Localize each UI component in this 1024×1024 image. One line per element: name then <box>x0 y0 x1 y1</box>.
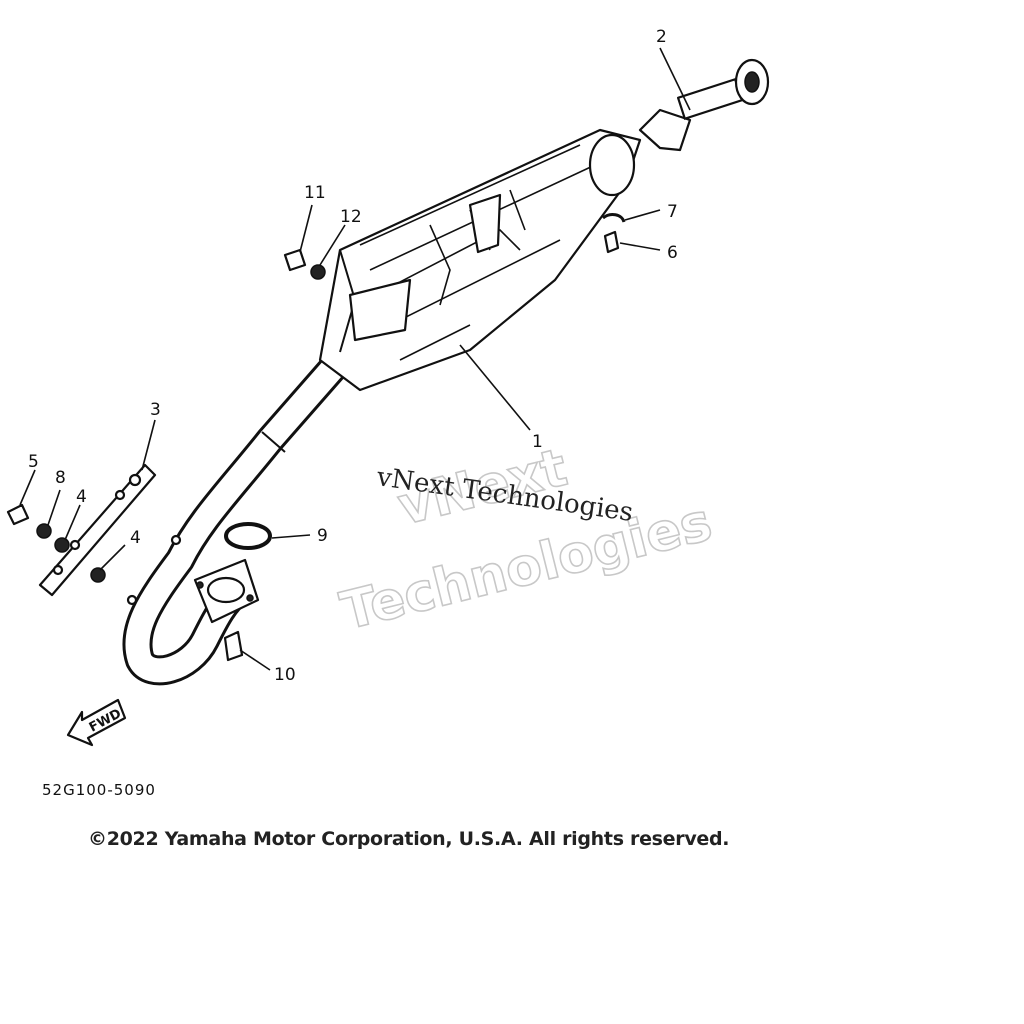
callout-3: 3 <box>150 400 161 420</box>
muffler-body <box>318 128 642 392</box>
leader-lines <box>19 47 691 671</box>
bracket <box>38 463 157 597</box>
callout-12: 12 <box>340 207 362 227</box>
callout-4b: 4 <box>130 528 141 548</box>
callout-6: 6 <box>667 243 678 263</box>
watermark-outline-bottom: Technologies <box>335 492 717 642</box>
callout-8: 8 <box>55 468 66 488</box>
fwd-arrow-icon: FWD <box>66 698 127 747</box>
callout-9: 9 <box>317 526 328 546</box>
exhaust-head-pipe <box>122 345 355 686</box>
callout-1: 1 <box>532 432 543 452</box>
hardware <box>6 213 626 662</box>
callout-10: 10 <box>274 665 296 685</box>
callout-5: 5 <box>28 452 39 472</box>
callout-2: 2 <box>656 27 667 47</box>
callout-7: 7 <box>667 202 678 222</box>
copyright-notice: ©2022 Yamaha Motor Corporation, U.S.A. A… <box>88 828 729 850</box>
silencer-tip <box>638 58 770 152</box>
callout-4a: 4 <box>76 487 87 507</box>
drawing-number: 52G100-5090 <box>42 781 156 799</box>
callout-11: 11 <box>304 183 326 203</box>
